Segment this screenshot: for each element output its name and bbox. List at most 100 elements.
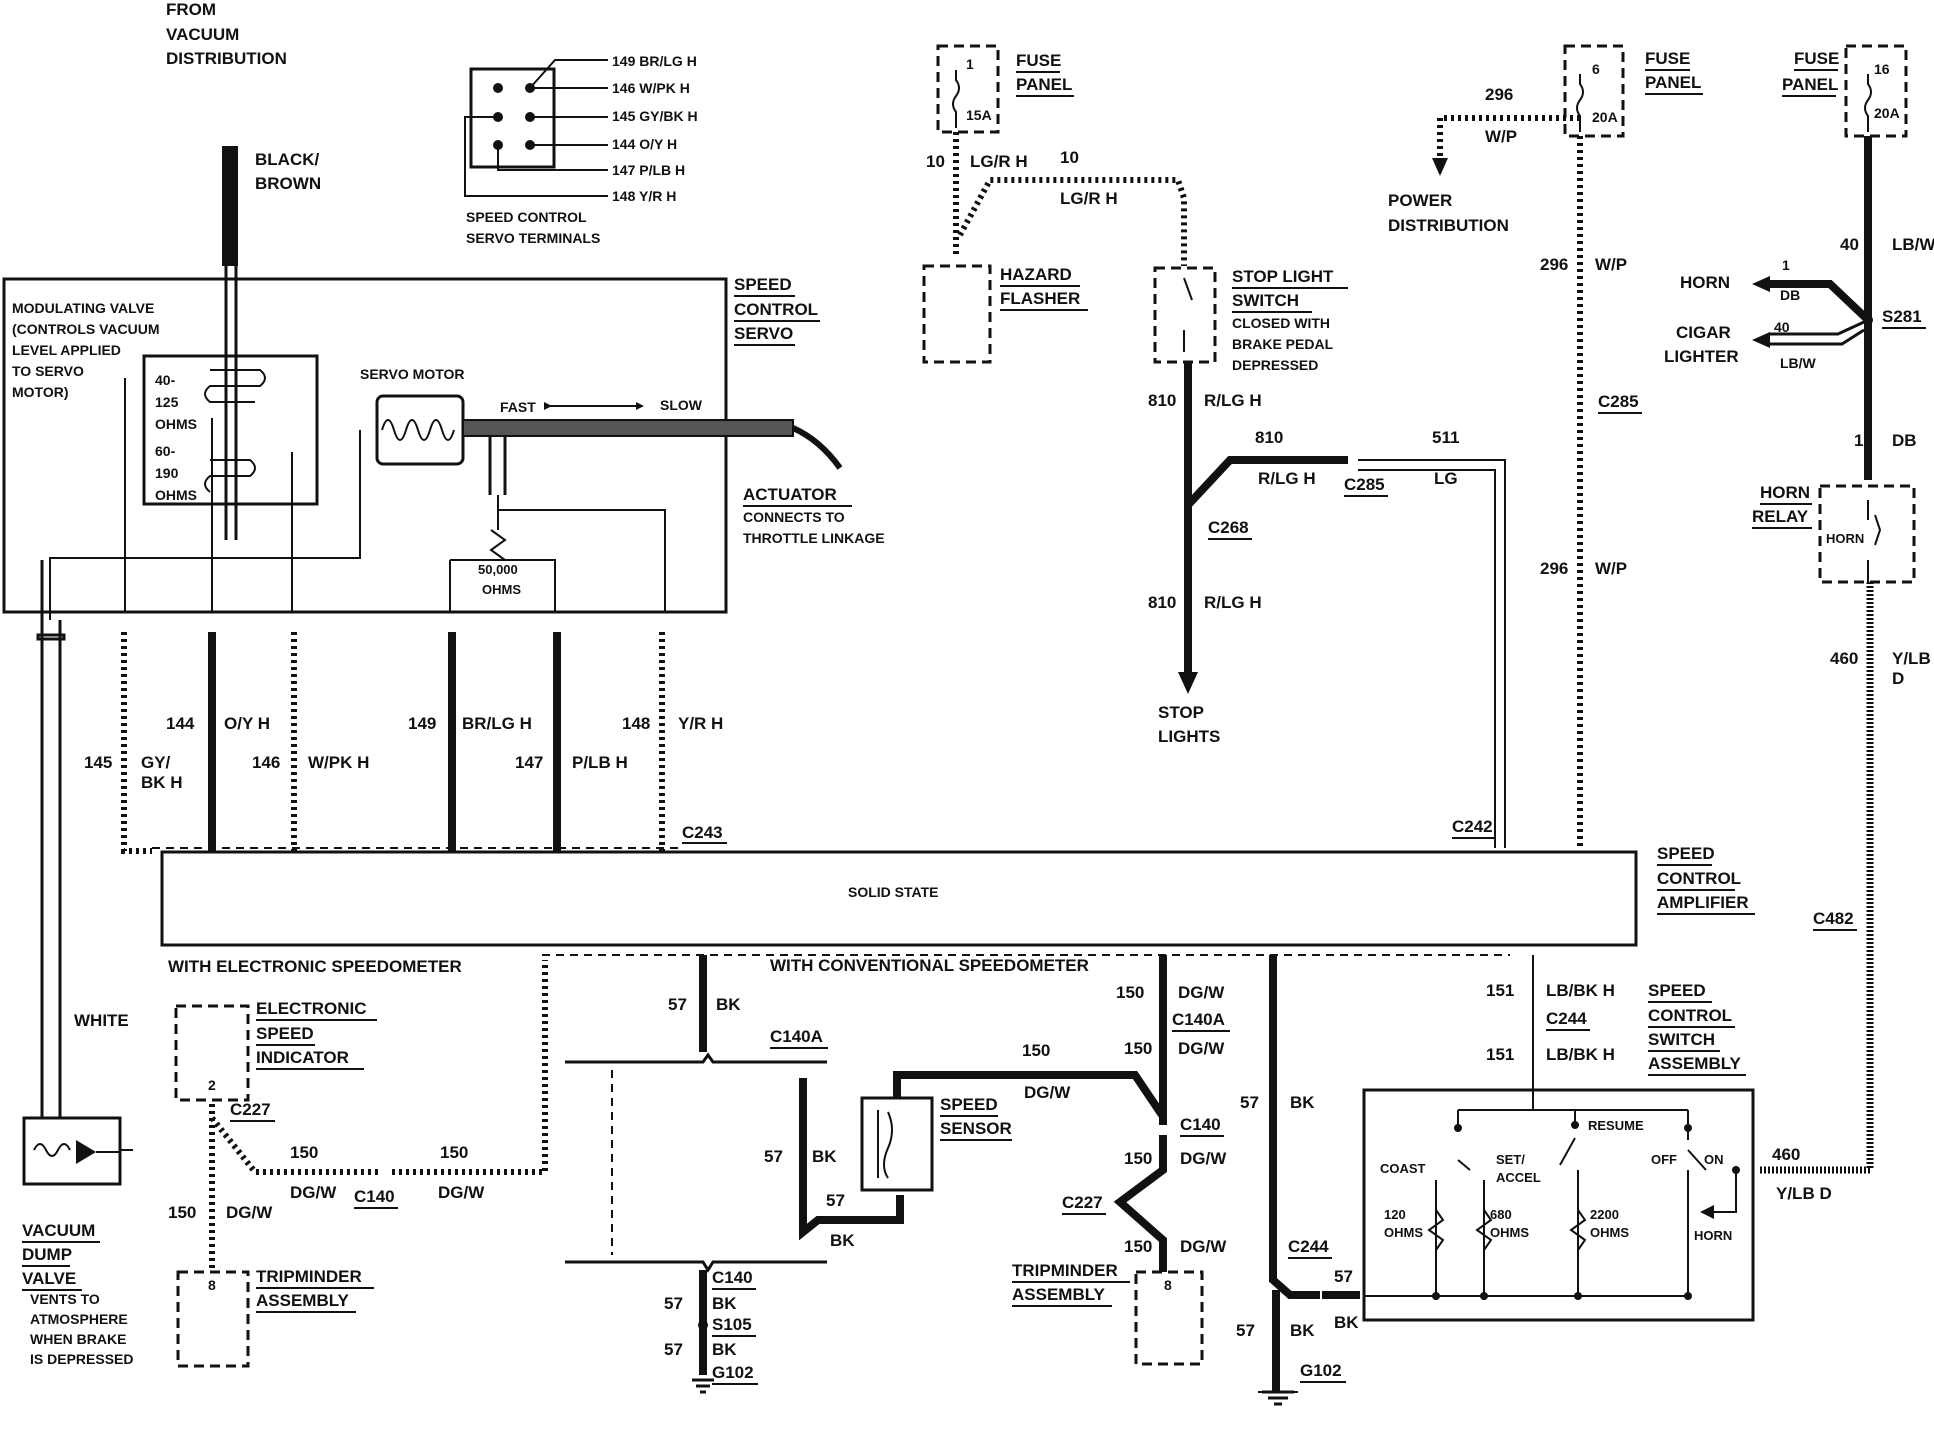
harness-bracket: [565, 1052, 827, 1273]
speed-control-amplifier: SOLID STATE SPEED CONTROL AMPLIFIER: [160, 844, 1755, 947]
pin-number: 2: [208, 1077, 216, 1093]
wire-number: 150: [1116, 983, 1144, 1002]
connector-c268: C268: [1208, 518, 1249, 537]
dump-valve-note: WHEN BRAKE: [30, 1331, 126, 1347]
cigar-label: CIGAR: [1676, 323, 1731, 342]
modulating-valve-label: MOTOR): [12, 384, 69, 400]
hose-color-label: BLACK/: [255, 150, 319, 169]
terminal-label: 148 Y/R H: [612, 188, 676, 204]
vacuum-from-label: FROM: [166, 0, 216, 19]
wire-number: 296: [1540, 559, 1568, 578]
amplifier-title: SPEED: [1657, 844, 1715, 863]
terminals-caption: SERVO TERMINALS: [466, 230, 600, 246]
wire-color: DG/W: [290, 1183, 337, 1202]
esi-label: INDICATOR: [256, 1048, 349, 1067]
wire-color: BR/LG H: [462, 714, 532, 733]
resistor-value: 680: [1490, 1207, 1512, 1222]
ground-symbol: [692, 1378, 714, 1394]
wire-number: 148: [622, 714, 650, 733]
wire-color: DG/W: [1024, 1083, 1071, 1102]
fuse-amp: 20A: [1874, 105, 1900, 121]
horn-relay-label: HORN: [1760, 483, 1810, 502]
wire-color: DG/W: [1180, 1149, 1227, 1168]
power-fuse-circuit: 6 20A FUSE PANEL 296 W/P POWER DISTRIBUT…: [1388, 44, 1703, 848]
wire-57-amp: [1269, 955, 1320, 1299]
connector-c140: C140: [1180, 1115, 1221, 1134]
wire-number: 149: [408, 714, 436, 733]
wire-number: 150: [290, 1143, 318, 1162]
wire-color: LB/W: [1780, 355, 1817, 371]
resistor-value: 125: [155, 394, 179, 410]
wire-color: D: [1892, 669, 1904, 688]
horn-relay-label: RELAY: [1752, 507, 1809, 526]
wire-150-sensor: [893, 1071, 1166, 1118]
splice-s281: S281: [1882, 307, 1922, 326]
fuse-panel-box: [936, 44, 1000, 134]
vacuum-dump-valve: WHITE VACUUM DUMP VALVE VENTS TO ATMOSPH…: [22, 560, 133, 1367]
actuator-arm: [488, 436, 507, 495]
terminal-label: 145 GY/BK H: [612, 108, 698, 124]
flasher-label: FLASHER: [1000, 289, 1080, 308]
pot-value: OHMS: [482, 582, 521, 597]
ground-g102: G102: [712, 1363, 754, 1382]
wire-color: DG/W: [438, 1183, 485, 1202]
amplifier-title: AMPLIFIER: [1657, 893, 1749, 912]
wire-number: 1: [1782, 257, 1790, 273]
wire-number: 10: [1060, 148, 1079, 167]
wire-number: 40: [1840, 235, 1859, 254]
wire-color: LG/R H: [970, 152, 1028, 171]
modulating-valve-label: TO SERVO: [12, 363, 84, 379]
fuse-panel-label: FUSE: [1016, 51, 1061, 70]
servo-terminals-connector: 149 BR/LG H 146 W/PK H 145 GY/BK H 144 O…: [464, 53, 698, 246]
set-label: SET/: [1496, 1152, 1525, 1167]
horn-label: HORN: [1680, 273, 1730, 292]
vacuum-from-label: VACUUM: [166, 25, 239, 44]
tripminder-assembly: [1134, 1270, 1204, 1366]
white-hose-label: WHITE: [74, 1011, 129, 1030]
hazard-fuse-circuit: 1 15A FUSE PANEL 10 LG/R H 10 LG/R H HAZ…: [922, 44, 1187, 364]
vacuum-source: FROM VACUUM DISTRIBUTION BLACK/ BROWN: [166, 0, 321, 540]
actuator-note: CONNECTS TO: [743, 509, 845, 525]
wire-number: 296: [1540, 255, 1568, 274]
dump-valve-note: VENTS TO: [30, 1291, 100, 1307]
wire-color: Y/LB: [1892, 649, 1931, 668]
connector-c244: C244: [1288, 1237, 1329, 1256]
wire-number: 146: [252, 753, 280, 772]
wire-color: DG/W: [1180, 1237, 1227, 1256]
connector-c285: C285: [1598, 392, 1639, 411]
white-hose: [40, 560, 62, 1118]
wire-number: 57: [664, 1294, 683, 1313]
wire-color: BK: [830, 1231, 855, 1250]
fuse-amp: 15A: [966, 107, 992, 123]
cable-end: [791, 425, 843, 470]
speed-sensor-label: SPEED: [940, 1095, 998, 1114]
servo-title: SERVO: [734, 324, 793, 343]
flasher-label: HAZARD: [1000, 265, 1072, 284]
wire-color: LG: [1434, 469, 1458, 488]
servo-motor-label: SERVO MOTOR: [360, 366, 465, 382]
cigar-label: LIGHTER: [1664, 347, 1739, 366]
connector-c140a: C140A: [1172, 1010, 1225, 1029]
wire-color: BK H: [141, 773, 183, 792]
wire-number: 57: [664, 1340, 683, 1359]
hazard-flasher: [922, 264, 992, 364]
slow-label: SLOW: [660, 397, 703, 413]
pot-value: 50,000: [478, 562, 518, 577]
wire-color: LB/BK H: [1546, 981, 1615, 1000]
connector-c140: C140: [712, 1268, 753, 1287]
fast-label: FAST: [500, 399, 536, 415]
wire-number: 150: [1124, 1039, 1152, 1058]
power-distribution-label: DISTRIBUTION: [1388, 216, 1509, 235]
off-label: OFF: [1651, 1152, 1677, 1167]
wire-color: Y/LB D: [1776, 1184, 1832, 1203]
wire-number: 57: [1236, 1321, 1255, 1340]
connector-c140a: C140A: [770, 1027, 823, 1046]
wire-color: P/LB H: [572, 753, 628, 772]
resistor-value: OHMS: [1384, 1225, 1423, 1240]
resume-label: RESUME: [1588, 1118, 1644, 1133]
wire-color: DG/W: [1178, 1039, 1225, 1058]
wire-color: BK: [712, 1340, 737, 1359]
fuse-amp: 20A: [1592, 109, 1618, 125]
stop-switch-label: STOP LIGHT: [1232, 267, 1334, 286]
